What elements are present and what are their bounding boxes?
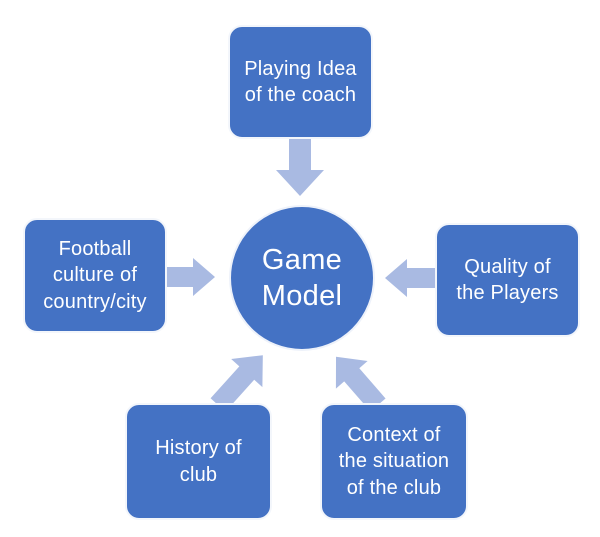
node-quality-players-label: Quality of the Players bbox=[456, 255, 559, 304]
arrow-bottom-right-to-center bbox=[335, 356, 386, 412]
node-game-model-label: Game Model bbox=[261, 243, 343, 312]
node-history-club-label: History of club bbox=[155, 437, 242, 486]
node-playing-idea-label: Playing Idea of the coach bbox=[244, 57, 357, 106]
arrow-left-to-center bbox=[165, 258, 215, 296]
node-quality-players: Quality of the Players bbox=[435, 223, 580, 337]
node-context-club-label: Context of the situation of the club bbox=[338, 423, 450, 499]
node-football-culture: Football culture of country/city bbox=[23, 218, 167, 333]
node-history-club: History of club bbox=[125, 403, 272, 520]
node-game-model: Game Model bbox=[229, 205, 375, 351]
arrow-top-to-center bbox=[276, 138, 324, 196]
node-playing-idea: Playing Idea of the coach bbox=[228, 25, 373, 139]
arrow-right-to-center bbox=[385, 259, 437, 297]
arrow-bottom-left-to-center bbox=[210, 355, 263, 412]
node-football-culture-label: Football culture of country/city bbox=[43, 237, 147, 313]
node-context-club: Context of the situation of the club bbox=[320, 403, 468, 520]
